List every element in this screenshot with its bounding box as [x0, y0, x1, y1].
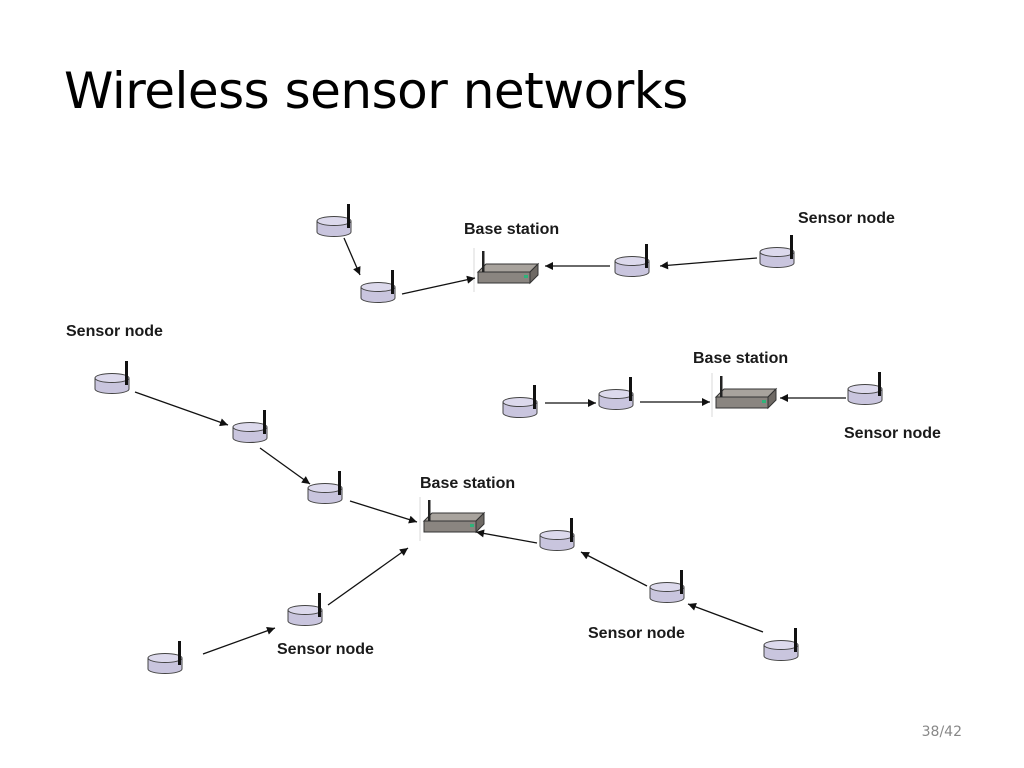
- sensor-node-icon: [287, 592, 323, 626]
- link-arrow: [202, 626, 276, 655]
- sensor-node-icon: [316, 203, 352, 237]
- link-arrow: [687, 603, 764, 633]
- sensor-node-icon: [147, 640, 183, 674]
- sensor-node-icon: [847, 371, 883, 405]
- sensor-node-icon: [539, 517, 575, 551]
- sensor-node-icon: [94, 360, 130, 394]
- sensor-node-icon: [763, 627, 799, 661]
- base-station-icon: [473, 247, 539, 293]
- sensor-node-icon: [360, 269, 396, 303]
- base-station-icon: [711, 372, 777, 418]
- link-arrow: [343, 237, 361, 276]
- sensor-node-icon: [759, 234, 795, 268]
- sensor-node-icon: [502, 384, 538, 418]
- sensor-node-icon: [232, 409, 268, 443]
- link-arrow: [134, 391, 229, 427]
- sensor-node-icon: [307, 470, 343, 504]
- link-arrow: [327, 547, 409, 606]
- label-sensor-node: Sensor node: [798, 210, 895, 227]
- link-arrow: [580, 551, 648, 587]
- link-arrow: [659, 257, 758, 270]
- sensor-node-icon: [598, 376, 634, 410]
- label-sensor-node: Sensor node: [66, 323, 163, 340]
- page-number: 38/42: [921, 724, 962, 740]
- link-arrow: [349, 500, 418, 524]
- label-sensor-node: Sensor node: [277, 641, 374, 658]
- label-sensor-node: Sensor node: [588, 625, 685, 642]
- link-arrow: [401, 275, 476, 295]
- label-base-station: Base station: [693, 350, 788, 367]
- link-arrow: [259, 447, 311, 485]
- sensor-node-icon: [614, 243, 650, 277]
- slide-title: Wireless sensor networks: [64, 62, 688, 120]
- sensor-node-icon: [649, 569, 685, 603]
- label-sensor-node: Sensor node: [844, 425, 941, 442]
- link-arrow: [475, 529, 538, 544]
- base-station-icon: [419, 496, 485, 542]
- label-base-station: Base station: [464, 221, 559, 238]
- label-base-station: Base station: [420, 475, 515, 492]
